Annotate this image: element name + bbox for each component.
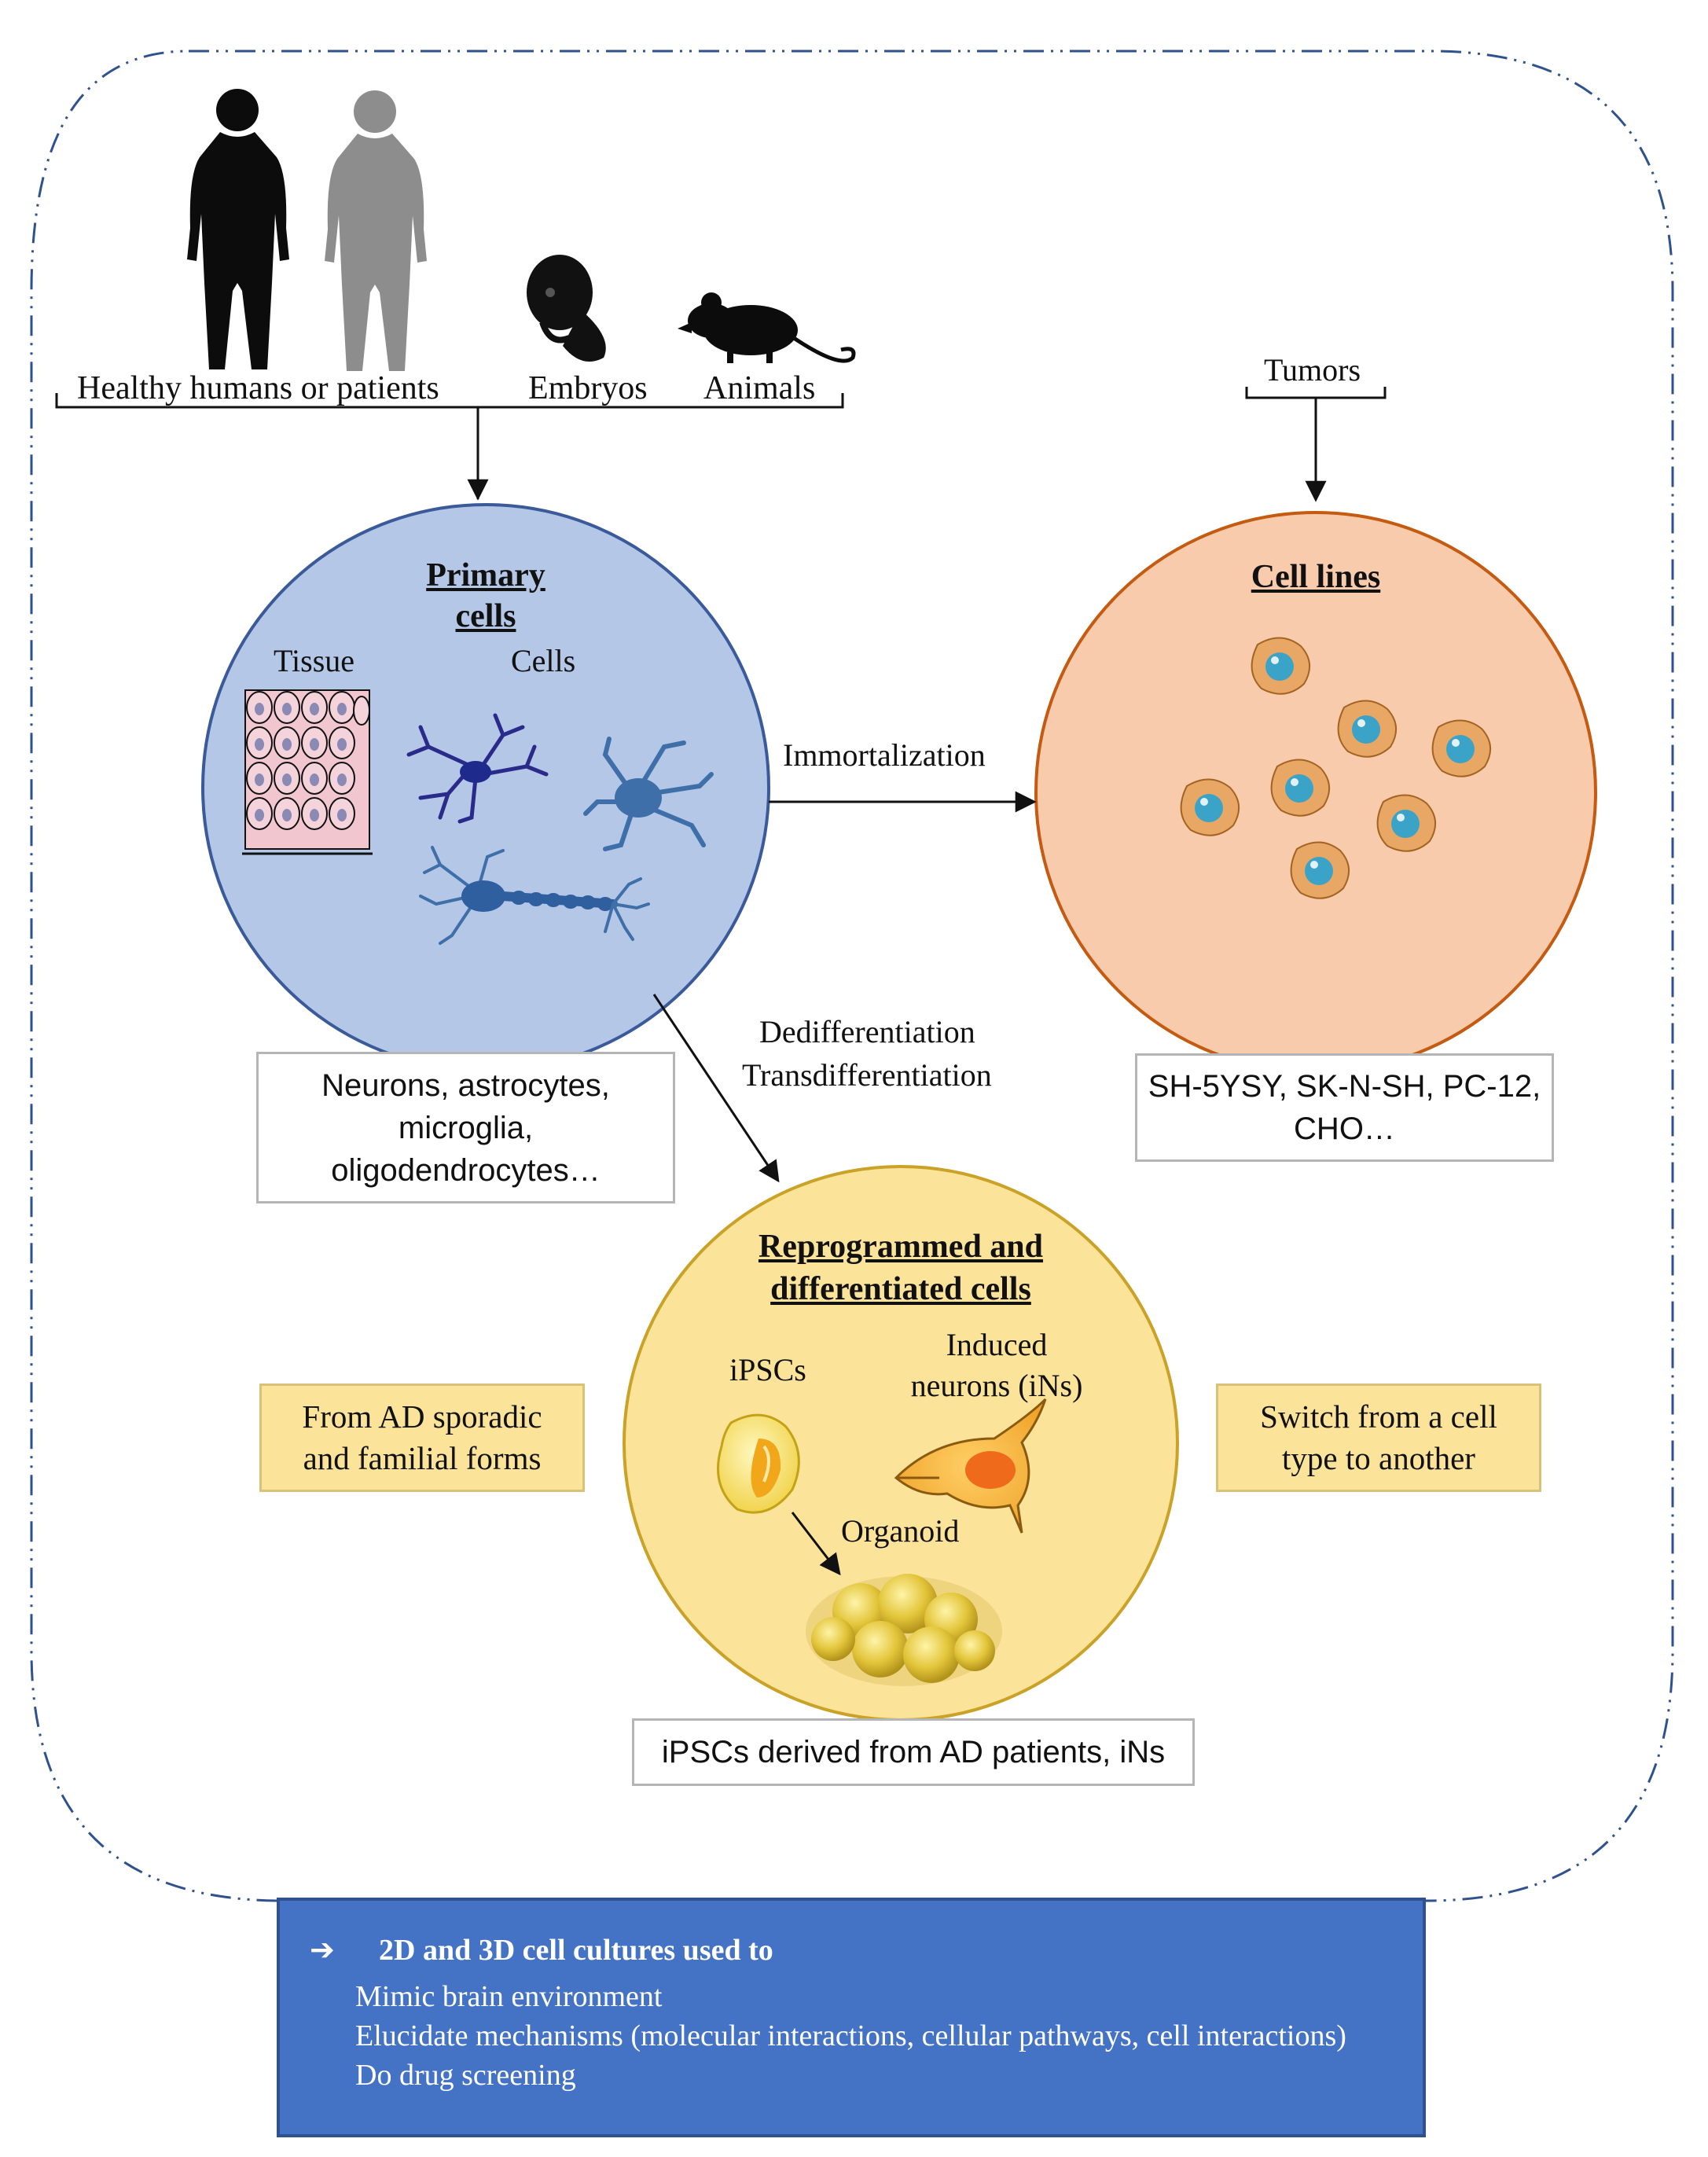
tumors-label: Tumors xyxy=(1264,352,1361,388)
summary-heading: ➔ 2D and 3D cell cultures used to xyxy=(310,1932,773,1968)
outer-frame xyxy=(30,50,1674,1902)
cell-lines-example-line: CHO… xyxy=(1294,1112,1395,1146)
cell-lines-example-line: SH-5YSY, SK-N-SH, PC-12, xyxy=(1148,1069,1541,1104)
primary-example-line: microglia, xyxy=(398,1110,534,1145)
ad-forms-note-line: and familial forms xyxy=(303,1440,542,1476)
embryo-icon xyxy=(527,255,606,362)
animals-label: Animals xyxy=(703,370,816,406)
embryos-label: Embryos xyxy=(528,370,648,406)
dedifferentiation-arrow xyxy=(652,994,780,1183)
ipsc-to-organoid-arrow xyxy=(791,1512,841,1576)
induced-neurons-label-line1: Induced xyxy=(946,1327,1048,1362)
primary-examples-box: Neurons, astrocytes, microglia, oligoden… xyxy=(256,1052,675,1203)
tissue-icon xyxy=(242,689,373,855)
induced-neuron-icon xyxy=(894,1398,1047,1534)
switch-cell-type-note: Switch from a cell type to another xyxy=(1216,1383,1541,1492)
ad-forms-note: From AD sporadic and familial forms xyxy=(259,1383,585,1492)
reprogrammed-examples-box: iPSCs derived from AD patients, iNs xyxy=(632,1718,1195,1786)
cells-label: Cells xyxy=(511,643,576,678)
sources-bracket xyxy=(55,393,844,499)
cancer-cells-icon xyxy=(1180,637,1491,899)
transdifferentiation-label: Transdifferentiation xyxy=(742,1057,992,1093)
switch-cell-type-note-line: type to another xyxy=(1282,1440,1475,1476)
summary-heading-text: 2D and 3D cell cultures used to xyxy=(379,1934,773,1967)
cell-lines-title: Cell lines xyxy=(1251,559,1381,595)
arrow-right-icon: ➔ xyxy=(310,1932,335,1967)
organoid-icon xyxy=(806,1574,1002,1686)
reprogrammed-title-line1: Reprogrammed and xyxy=(758,1229,1044,1265)
ad-forms-note-line: From AD sporadic xyxy=(302,1398,542,1435)
microglia-icon xyxy=(406,713,549,824)
primary-cells-title-line1: Primary xyxy=(426,557,545,593)
summary-item: Mimic brain environment xyxy=(355,1980,663,2013)
summary-item: Do drug screening xyxy=(355,2059,576,2092)
immortalization-label: Immortalization xyxy=(783,737,986,773)
mouse-icon xyxy=(678,292,856,363)
primary-example-line: oligodendrocytes… xyxy=(331,1152,601,1188)
reprogrammed-title-line2: differentiated cells xyxy=(770,1271,1031,1307)
summary-item: Elucidate mechanisms (molecular interact… xyxy=(355,2019,1346,2052)
astrocyte-icon xyxy=(583,737,714,851)
patient-silhouette-icon xyxy=(325,90,427,371)
induced-neurons-label-line2: neurons (iNs) xyxy=(910,1368,1083,1403)
human-silhouette-icon xyxy=(187,89,289,369)
humans-label: Healthy humans or patients xyxy=(77,370,439,406)
organoid-label: Organoid xyxy=(841,1513,960,1549)
tissue-label: Tissue xyxy=(274,643,355,678)
ipsc-icon xyxy=(717,1413,800,1514)
switch-cell-type-note-line: Switch from a cell xyxy=(1260,1398,1497,1435)
cell-lines-examples-box: SH-5YSY, SK-N-SH, PC-12, CHO… xyxy=(1135,1053,1554,1162)
primary-cells-title-line2: cells xyxy=(455,598,516,634)
primary-example-line: Neurons, astrocytes, xyxy=(321,1067,610,1103)
dedifferentiation-label: Dedifferentiation xyxy=(759,1014,975,1049)
ipscs-label: iPSCs xyxy=(729,1352,806,1387)
reprogrammed-example-line: iPSCs derived from AD patients, iNs xyxy=(661,1735,1166,1769)
neuron-icon xyxy=(419,846,650,945)
summary-box: ➔ 2D and 3D cell cultures used to Mimic b… xyxy=(277,1898,1426,2137)
